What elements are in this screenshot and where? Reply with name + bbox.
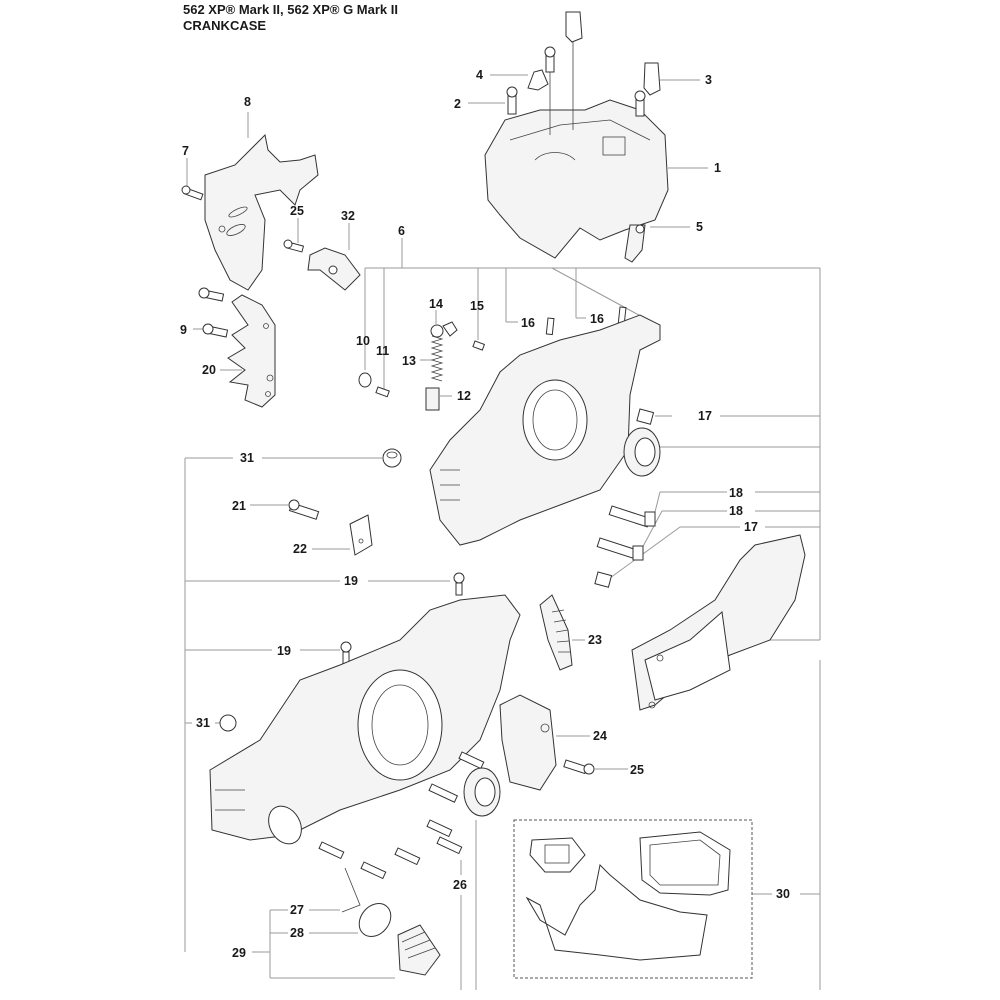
part-25-screw-top xyxy=(283,239,305,253)
callout-7[interactable]: 7 xyxy=(182,144,189,158)
part-19-screw-upper xyxy=(453,572,465,596)
callout-10[interactable]: 10 xyxy=(356,334,370,348)
callout-31b[interactable]: 31 xyxy=(196,716,210,730)
callout-labels: 1 2 3 4 5 6 7 8 9 10 11 12 13 14 15 16 1… xyxy=(180,68,790,960)
callout-4[interactable]: 4 xyxy=(476,68,483,82)
part-8-guard-plate xyxy=(204,133,319,291)
part-25-screw-lower xyxy=(563,759,595,775)
part-17-bushing-upper xyxy=(636,408,655,425)
part-1-tank-housing xyxy=(484,99,669,259)
callout-9[interactable]: 9 xyxy=(180,323,187,337)
part-14-bushing xyxy=(430,321,458,338)
part-21-bolt xyxy=(288,499,320,520)
callout-22[interactable]: 22 xyxy=(293,542,307,556)
callout-18b[interactable]: 18 xyxy=(729,504,743,518)
part-18-bolts xyxy=(596,505,656,561)
callout-25b[interactable]: 25 xyxy=(630,763,644,777)
callout-15[interactable]: 15 xyxy=(470,299,484,313)
part-32-bracket xyxy=(307,247,361,291)
part-20-chain-catcher xyxy=(227,294,276,408)
diagram-title: 562 XP® Mark II, 562 XP® G Mark II CRANK… xyxy=(183,2,398,34)
part-2-screw-c xyxy=(634,90,646,117)
callout-6[interactable]: 6 xyxy=(398,224,405,238)
callout-18a[interactable]: 18 xyxy=(729,486,743,500)
callout-11[interactable]: 11 xyxy=(376,344,389,358)
part-28-oring xyxy=(358,903,392,937)
part-19-screw-lower xyxy=(340,641,352,665)
callout-8[interactable]: 8 xyxy=(244,95,251,109)
bearing-upper xyxy=(623,427,661,477)
part-16-pins xyxy=(545,306,627,336)
callout-12[interactable]: 12 xyxy=(457,389,471,403)
part-9-screw xyxy=(198,287,229,338)
bearing-lower xyxy=(463,767,501,817)
callout-14[interactable]: 14 xyxy=(429,297,443,311)
part-13-spring xyxy=(430,335,444,382)
part-7-screw xyxy=(181,185,204,201)
callout-20[interactable]: 20 xyxy=(202,363,216,377)
part-4-cap xyxy=(527,69,549,91)
callout-19b[interactable]: 19 xyxy=(277,644,291,658)
callout-21[interactable]: 21 xyxy=(232,499,246,513)
leader-lines xyxy=(184,74,821,990)
callout-16b[interactable]: 16 xyxy=(590,312,604,326)
callout-2[interactable]: 2 xyxy=(454,97,461,111)
model-line: 562 XP® Mark II, 562 XP® G Mark II xyxy=(183,2,398,17)
callout-24[interactable]: 24 xyxy=(593,729,607,743)
part-27-pickup xyxy=(341,867,361,913)
callout-13[interactable]: 13 xyxy=(402,354,416,368)
callout-28[interactable]: 28 xyxy=(290,926,304,940)
crankcase-lower-half xyxy=(209,594,521,845)
callout-17a[interactable]: 17 xyxy=(698,409,712,423)
callout-19a[interactable]: 19 xyxy=(344,574,358,588)
part-26-screws xyxy=(318,751,485,880)
part-3-clip xyxy=(565,11,661,130)
part-17-bushing-lower xyxy=(594,571,613,588)
part-2-screw-b xyxy=(544,46,556,135)
part-6-crankcase-half xyxy=(429,314,661,546)
callout-16a[interactable]: 16 xyxy=(521,316,535,330)
section-title: CRANKCASE xyxy=(183,18,267,33)
callout-31a[interactable]: 31 xyxy=(240,451,254,465)
callout-3[interactable]: 3 xyxy=(705,73,712,87)
callout-23[interactable]: 23 xyxy=(588,633,602,647)
part-29-plug xyxy=(397,924,441,976)
part-10-bushing xyxy=(358,372,372,388)
callout-17b[interactable]: 17 xyxy=(744,520,758,534)
callout-25a[interactable]: 25 xyxy=(290,204,304,218)
part-11-pin xyxy=(375,386,390,398)
part-30-gasket-kit xyxy=(513,819,753,979)
callout-27[interactable]: 27 xyxy=(290,903,304,917)
part-24-cover xyxy=(499,694,557,791)
part-2-screw xyxy=(506,86,518,115)
part-15-valve xyxy=(472,340,486,351)
callout-30[interactable]: 30 xyxy=(776,887,790,901)
part-23-spring-clip xyxy=(539,594,573,671)
callout-5[interactable]: 5 xyxy=(696,220,703,234)
part-31-bushing-lower xyxy=(219,714,237,732)
callout-26[interactable]: 26 xyxy=(453,878,467,892)
part-12-sleeve xyxy=(425,387,440,411)
callout-32[interactable]: 32 xyxy=(341,209,355,223)
callout-1[interactable]: 1 xyxy=(714,161,721,175)
part-31-bushing-top xyxy=(382,448,402,468)
callout-29[interactable]: 29 xyxy=(232,946,246,960)
part-5-bracket xyxy=(624,224,646,263)
crankcase-gasket xyxy=(631,534,806,711)
part-22-plate xyxy=(349,514,373,556)
